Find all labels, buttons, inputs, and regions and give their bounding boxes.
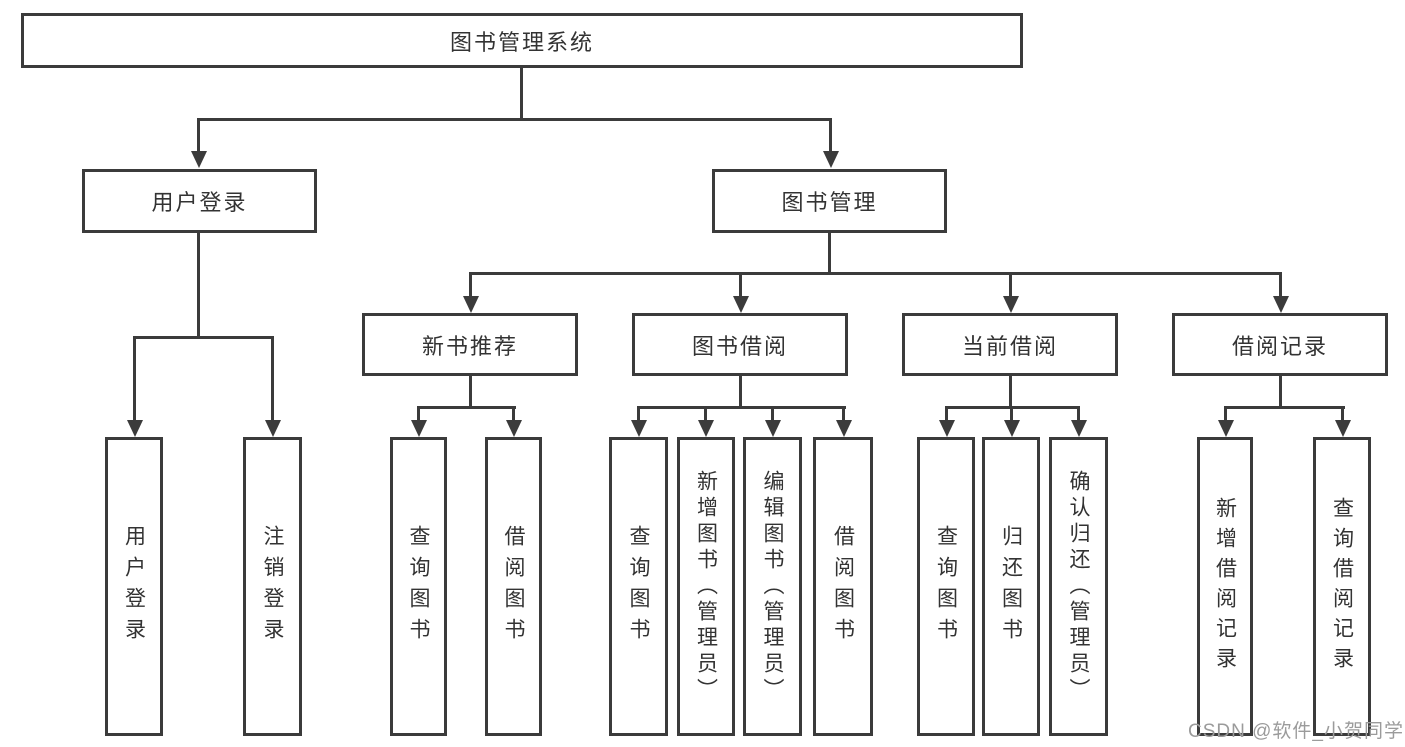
arrow-down-icon [1004,420,1020,437]
connector-rail [469,272,1282,275]
leaf-query-books: 查询图书 [917,437,975,736]
arrow-down-icon [265,420,281,437]
leaf-label: 用户登录 [122,524,146,649]
leaf-add-books-admin: 新增图书（管理员） [677,437,735,736]
leaf-query-books: 查询图书 [390,437,447,736]
arrow-down-icon [506,420,522,437]
leaf-label: 查询图书 [934,524,958,649]
connector-drop [512,406,515,422]
connector-drop [771,406,774,422]
node-current-borrowing: 当前借阅 [902,313,1118,376]
node-label: 用户登录 [151,190,248,215]
arrow-down-icon [631,420,647,437]
connector-drop [637,406,640,422]
leaf-label: 新增借阅记录 [1213,496,1237,677]
node-book-borrowing: 图书借阅 [632,313,848,376]
arrow-down-icon [939,420,955,437]
arrow-down-icon [1335,420,1351,437]
leaf-add-borrow-record: 新增借阅记录 [1197,437,1253,736]
arrow-down-icon [823,151,839,168]
node-new-book-recommend: 新书推荐 [362,313,578,376]
connector-drop [1279,272,1282,298]
arrow-down-icon [836,420,852,437]
node-book-management: 图书管理 [712,169,947,233]
connector-stem [739,376,742,409]
leaf-borrow-books: 借阅图书 [813,437,873,736]
node-borrowing-records: 借阅记录 [1172,313,1388,376]
leaf-query-borrow-record: 查询借阅记录 [1313,437,1371,736]
node-label: 图书管理 [781,190,878,215]
connector-rail [417,406,516,409]
arrow-down-icon [127,420,143,437]
arrow-down-icon [411,420,427,437]
node-label: 新书推荐 [421,333,518,359]
connector-drop [1010,406,1013,422]
arrow-down-icon [733,296,749,313]
leaf-query-books: 查询图书 [609,437,668,736]
connector-stem [828,233,831,275]
node-root-library-system: 图书管理系统 [21,13,1023,68]
connector-drop [842,406,845,422]
leaf-label: 查询图书 [407,524,430,649]
leaf-confirm-return-admin: 确认归还（管理员） [1049,437,1108,736]
node-label: 图书管理系统 [449,29,594,55]
leaf-label: 查询图书 [627,524,650,649]
connector-drop [945,406,948,422]
connector-drop [1077,406,1080,422]
connector-stem [1279,376,1282,409]
leaf-edit-books-admin: 编辑图书（管理员） [743,437,802,736]
connector-drop [1224,406,1227,422]
connector-drop [829,118,832,154]
leaf-label: 新增图书（管理员） [694,469,718,704]
connector-drop [704,406,707,422]
arrow-down-icon [1273,296,1289,313]
connector-stem [1009,376,1012,409]
arrow-down-icon [1218,420,1234,437]
connector-stem [469,376,472,409]
node-label: 当前借阅 [961,333,1058,359]
connector-rail [1224,406,1345,409]
connector-stem [197,233,200,339]
connector-rail [133,336,274,339]
leaf-label: 编辑图书（管理员） [761,469,784,704]
leaf-return-books: 归还图书 [982,437,1040,736]
node-label: 图书借阅 [691,333,788,359]
arrow-down-icon [191,151,207,168]
connector-drop [271,336,274,422]
connector-drop [739,272,742,298]
arrow-down-icon [1003,296,1019,313]
connector-root-stem [520,68,523,118]
leaf-user-login: 用户登录 [105,437,163,736]
arrow-down-icon [463,296,479,313]
leaf-label: 确认归还（管理员） [1067,469,1090,704]
arrow-down-icon [698,420,714,437]
connector-drop [1009,272,1012,298]
arrow-down-icon [765,420,781,437]
connector-drop [133,336,136,422]
csdn-watermark: CSDN @软件_小贺同学 [1188,721,1404,742]
leaf-label: 归还图书 [999,524,1023,649]
leaf-label: 查询借阅记录 [1330,496,1354,677]
connector-drop [417,406,420,422]
leaf-logout: 注销登录 [243,437,302,736]
leaf-label: 借阅图书 [831,524,855,649]
leaf-label: 注销登录 [261,524,284,649]
node-label: 借阅记录 [1231,333,1328,359]
connector-drop [197,118,200,154]
connector-rail [637,406,846,409]
leaf-borrow-books: 借阅图书 [485,437,542,736]
connector-drop [469,272,472,298]
connector-root-rail [197,118,832,121]
leaf-label: 借阅图书 [502,524,525,649]
arrow-down-icon [1071,420,1087,437]
connector-drop [1341,406,1344,422]
node-user-login: 用户登录 [82,169,317,233]
